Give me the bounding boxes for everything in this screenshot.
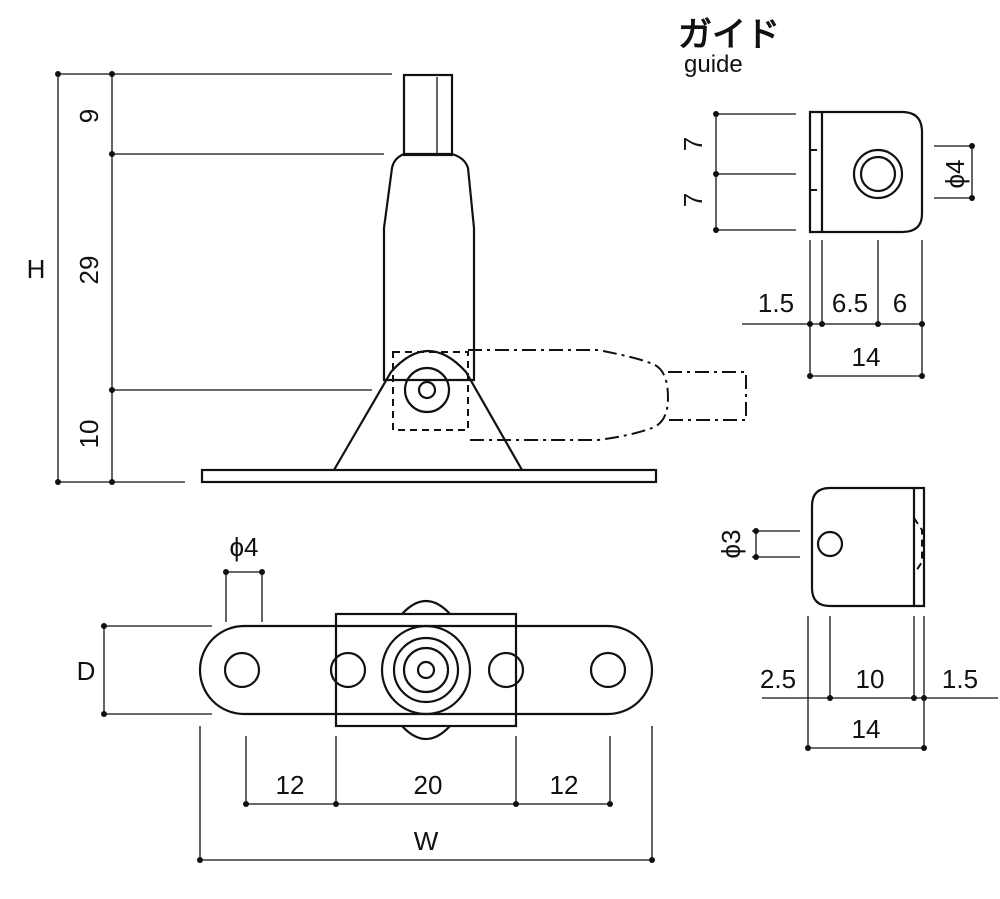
guide-bottom-hidden <box>913 517 923 575</box>
plan-hole-dia-label: ϕ4 <box>229 532 258 562</box>
guide-top-dim-c: 6 <box>893 288 907 318</box>
side-view: H 9 29 10 <box>27 71 747 485</box>
plan-knob-ring <box>392 636 460 704</box>
guide-top-dim-a: 1.5 <box>758 288 794 318</box>
guide-title-jp: ガイド <box>678 16 780 54</box>
guide-dim-upper: 7 <box>678 137 708 151</box>
plan-hole-2 <box>329 651 367 689</box>
plan-knob-outer <box>380 624 472 716</box>
guide-dim-lower: 7 <box>678 193 708 207</box>
dim-w-label: W <box>414 826 439 856</box>
pivot-outer <box>403 366 451 414</box>
plan-knob-center <box>416 660 436 680</box>
alt-position-box <box>392 351 469 431</box>
plan-center-block <box>334 612 518 728</box>
rod-top <box>402 73 454 157</box>
lever-handle <box>382 152 476 382</box>
guide-top-block <box>808 110 924 234</box>
dim-left-label: 12 <box>276 770 305 800</box>
guide-bottom-hole-label: ϕ3 <box>716 529 746 558</box>
plan-hole-3 <box>487 651 525 689</box>
alt-position-handle <box>468 349 670 441</box>
guide-bottom-view: ϕ3 2.5 10 1.5 14 <box>716 486 998 751</box>
dim-h-label: H <box>27 254 46 284</box>
guide-top-view: 7 7 ϕ4 1.5 6.5 6 14 <box>678 110 975 379</box>
pivot-inner <box>417 380 437 400</box>
guide-top-hole-label: ϕ4 <box>940 159 970 188</box>
plan-tab-top <box>401 599 451 615</box>
dim-right-label: 12 <box>550 770 579 800</box>
plan-hole-4 <box>589 651 627 689</box>
dim-10-label: 10 <box>74 420 104 449</box>
guide-bottom-dim-b: 10 <box>856 664 885 694</box>
dim-center-label: 20 <box>414 770 443 800</box>
guide-top-hole-inner <box>859 155 897 193</box>
plan-knob-mid <box>402 646 450 694</box>
plan-hole-1 <box>223 651 261 689</box>
guide-title: ガイド guide <box>678 16 780 78</box>
guide-bottom-hole <box>816 530 844 558</box>
plan-tab-bottom <box>401 725 451 741</box>
dim-d-label: D <box>77 656 96 686</box>
dim-9-label: 9 <box>74 109 104 123</box>
guide-bottom-dim-total: 14 <box>852 714 881 744</box>
bracket <box>333 350 523 471</box>
dim-29-label: 29 <box>74 256 104 285</box>
guide-bottom-block <box>810 486 926 608</box>
plan-view: D ϕ4 12 20 12 <box>77 532 655 863</box>
alt-position-rod <box>668 371 747 421</box>
base-plate <box>200 468 658 484</box>
guide-title-en: guide <box>684 51 743 78</box>
guide-bottom-dim-c: 1.5 <box>942 664 978 694</box>
guide-top-dim-total: 14 <box>852 342 881 372</box>
plan-base-plate <box>198 624 654 716</box>
guide-bottom-dim-a: 2.5 <box>760 664 796 694</box>
guide-top-dim-b: 6.5 <box>832 288 868 318</box>
guide-top-hole-outer <box>852 148 904 200</box>
